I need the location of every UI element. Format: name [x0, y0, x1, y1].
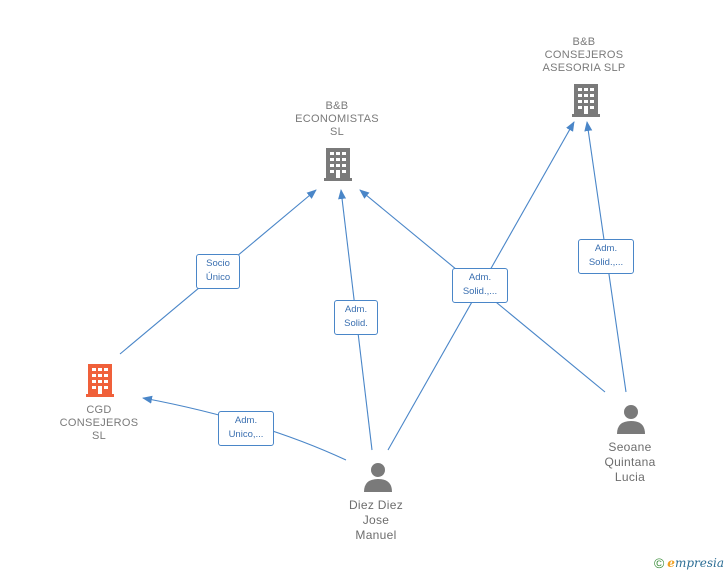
node-seoane-label[interactable]: Seoane Quintana Lucia [604, 440, 656, 484]
person-icon [364, 463, 392, 492]
edge-label-adm-solid[interactable]: Adm. Solid. [334, 300, 378, 335]
node-cgd-consejeros-label[interactable]: CGD CONSEJEROS SL [59, 404, 139, 442]
node-bb-consejeros-label[interactable]: B&B CONSEJEROS ASESORIA SLP [542, 36, 626, 74]
copyright-footer: © empresia [654, 555, 724, 571]
edge-label-adm-solid-seoane[interactable]: Adm. Solid.,... [578, 239, 634, 274]
brand-name: mpresia [674, 556, 724, 570]
brand-initial: e [667, 556, 675, 570]
building-icon-highlighted [86, 364, 114, 397]
brand-logo[interactable]: empresia [667, 556, 724, 570]
building-icon [572, 84, 600, 117]
building-icon [324, 148, 352, 181]
node-diez-diez-label[interactable]: Diez Diez Jose Manuel [348, 498, 404, 542]
edge-label-socio-unico[interactable]: Socio Único [196, 254, 240, 289]
copyright-icon: © [653, 555, 665, 571]
edge-label-adm-unico[interactable]: Adm. Unico,... [218, 411, 274, 446]
node-bb-economistas-label[interactable]: B&B ECONOMISTAS SL [295, 100, 379, 138]
person-icon [617, 405, 645, 434]
edge-label-adm-solid-multi[interactable]: Adm. Solid.,... [452, 268, 508, 303]
